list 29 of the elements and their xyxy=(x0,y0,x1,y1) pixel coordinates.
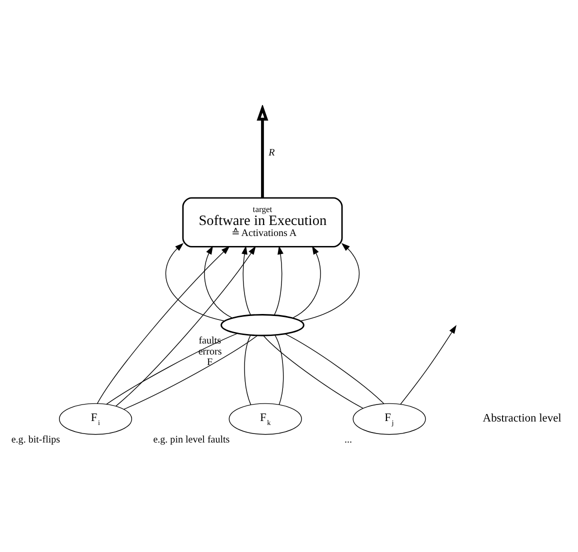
arrow xyxy=(292,245,321,318)
arrow xyxy=(204,245,233,318)
arrow xyxy=(96,246,230,404)
node-label: faults xyxy=(198,335,221,346)
node-ellipse: F$_{i}$ xyxy=(59,402,132,434)
connector xyxy=(244,334,252,405)
node-ellipse xyxy=(220,314,304,336)
edge-label: R xyxy=(268,146,275,158)
label: Abstraction level xyxy=(482,412,562,424)
connector xyxy=(274,334,284,404)
arrow xyxy=(256,104,268,198)
node-label: e.g. pin level faults xyxy=(153,434,230,445)
arrow xyxy=(166,242,225,321)
node-ellipse: F$_{k}$ xyxy=(228,402,302,434)
arrow xyxy=(300,242,360,321)
node-box: target Software in Execution ≙ Activations A xyxy=(182,196,343,247)
node-label: e.g. bit-flips xyxy=(11,434,60,445)
arrow xyxy=(274,245,284,315)
node-label: ... xyxy=(344,434,352,445)
node-ellipse: F$_{j}$ xyxy=(352,402,426,434)
arrow xyxy=(116,246,256,406)
connector xyxy=(284,332,384,404)
connector xyxy=(106,332,238,404)
node-label: F xyxy=(206,356,213,368)
connector xyxy=(263,334,364,408)
node-label: errors xyxy=(198,346,222,357)
arrow xyxy=(242,245,252,315)
arrow xyxy=(400,324,456,404)
connector xyxy=(123,334,258,410)
